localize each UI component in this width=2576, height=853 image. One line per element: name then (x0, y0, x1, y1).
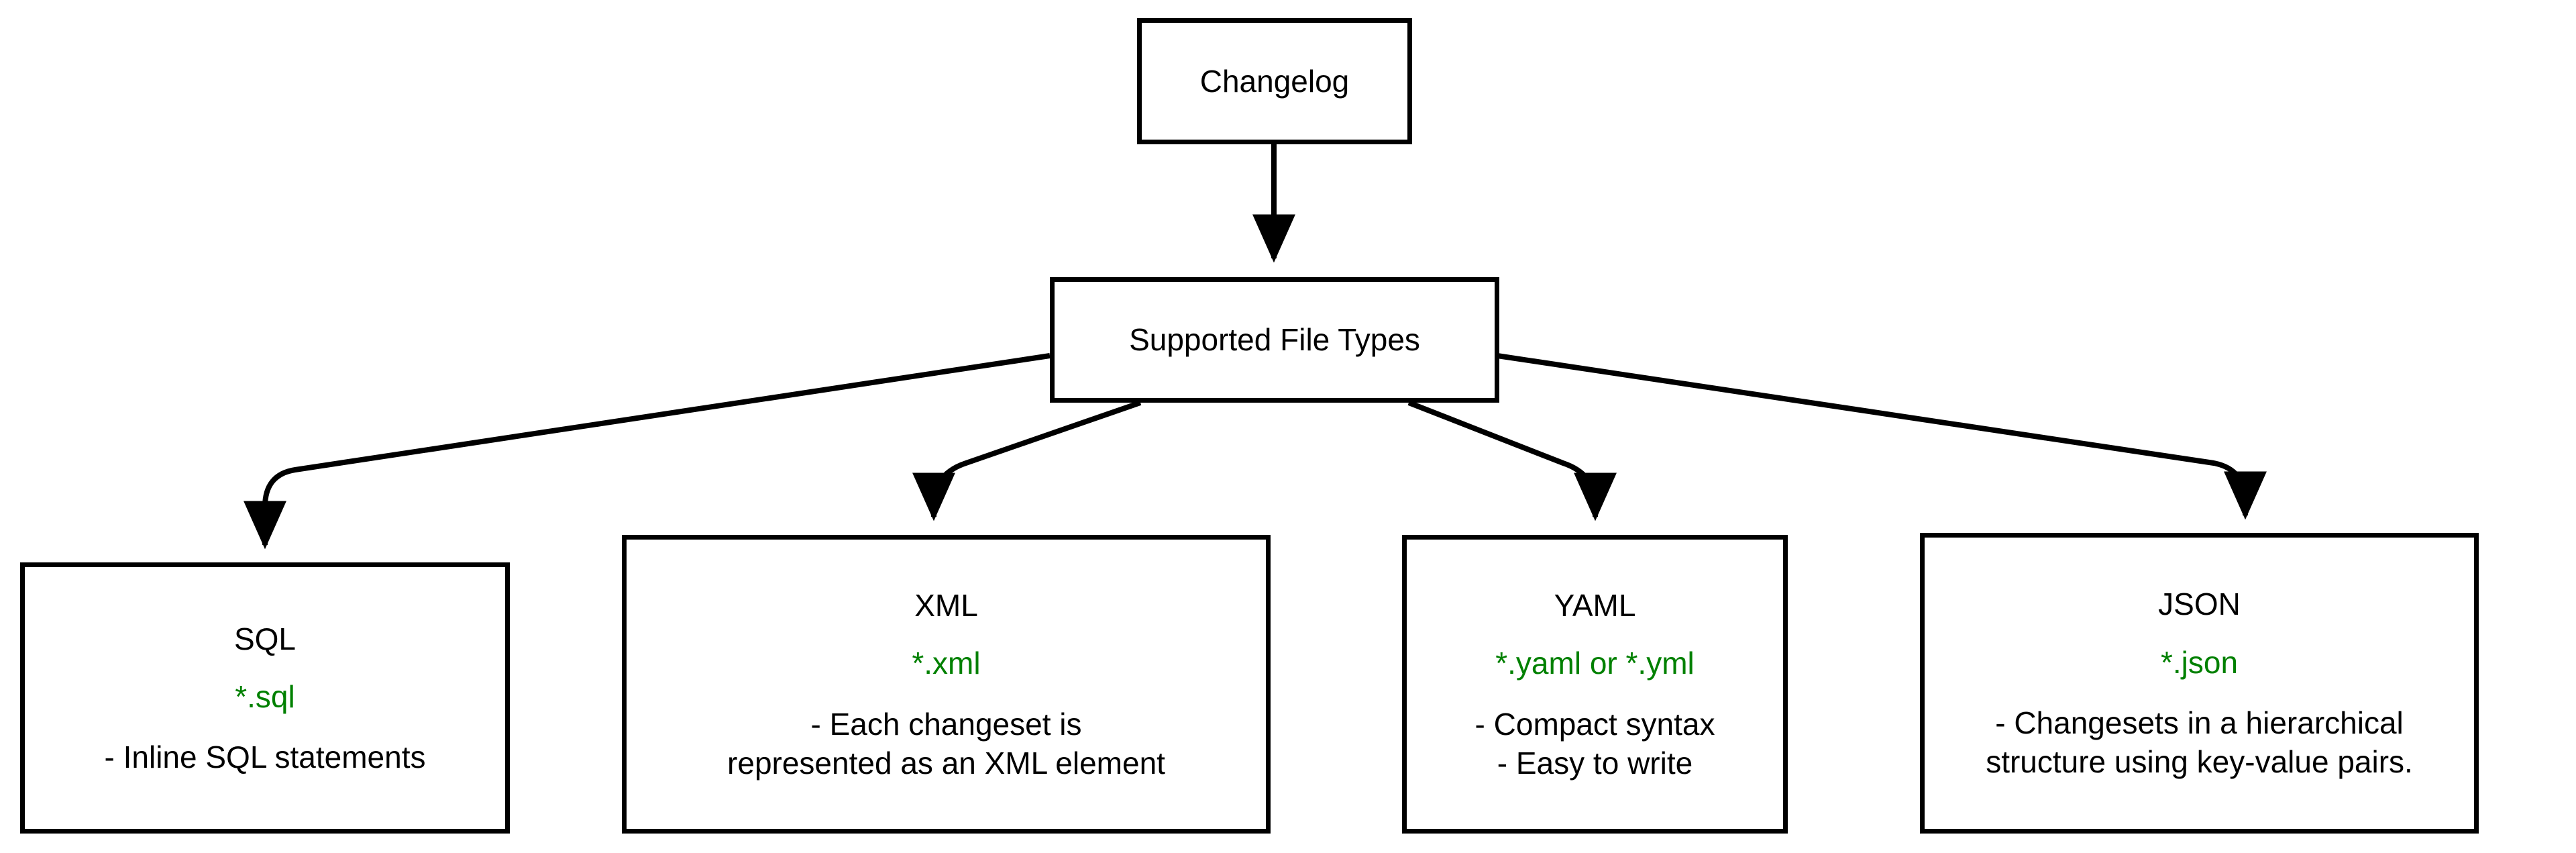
node-json[interactable]: JSON *.json - Changesets in a hierarchic… (1920, 533, 2479, 834)
node-yaml-title: YAML (1554, 587, 1636, 623)
node-sql[interactable]: SQL *.sql - Inline SQL statements (20, 562, 510, 834)
node-yaml-description-line-1: - Compact syntax (1474, 706, 1715, 742)
node-xml-title: XML (914, 587, 978, 623)
node-sql-title: SQL (233, 621, 297, 656)
node-supported-file-types[interactable]: Supported File Types (1050, 277, 1499, 403)
node-sql-description-line-1: - Inline SQL statements (104, 740, 426, 775)
edge-supported-to-xml (912, 400, 1142, 521)
node-xml[interactable]: XML *.xml - Each changeset is represente… (622, 535, 1271, 834)
node-supported-file-types-label: Supported File Types (1129, 322, 1420, 358)
node-yaml-extension: *.yaml or *.yml (1495, 646, 1695, 681)
edge-supported-to-yaml (1407, 400, 1617, 521)
node-xml-extension: *.xml (912, 646, 981, 681)
node-sql-extension: *.sql (235, 679, 295, 714)
node-json-description-line-1: - Changesets in a hierarchical (1995, 705, 2404, 740)
node-changelog-label: Changelog (1199, 63, 1350, 99)
edge-supported-to-sql (244, 353, 1051, 550)
edge-supported-to-json (1497, 353, 2267, 520)
node-yaml[interactable]: YAML *.yaml or *.yml - Compact syntax - … (1402, 535, 1788, 834)
node-json-description-line-2: structure using key-value pairs. (1986, 744, 2413, 780)
node-xml-description-line-1: - Each changeset is (810, 706, 1082, 742)
node-json-extension: *.json (2160, 644, 2239, 680)
node-json-title: JSON (2158, 587, 2241, 622)
node-yaml-description-line-2: - Easy to write (1497, 745, 1693, 781)
node-changelog[interactable]: Changelog (1137, 18, 1412, 144)
node-xml-description-line-2: represented as an XML element (727, 745, 1165, 781)
